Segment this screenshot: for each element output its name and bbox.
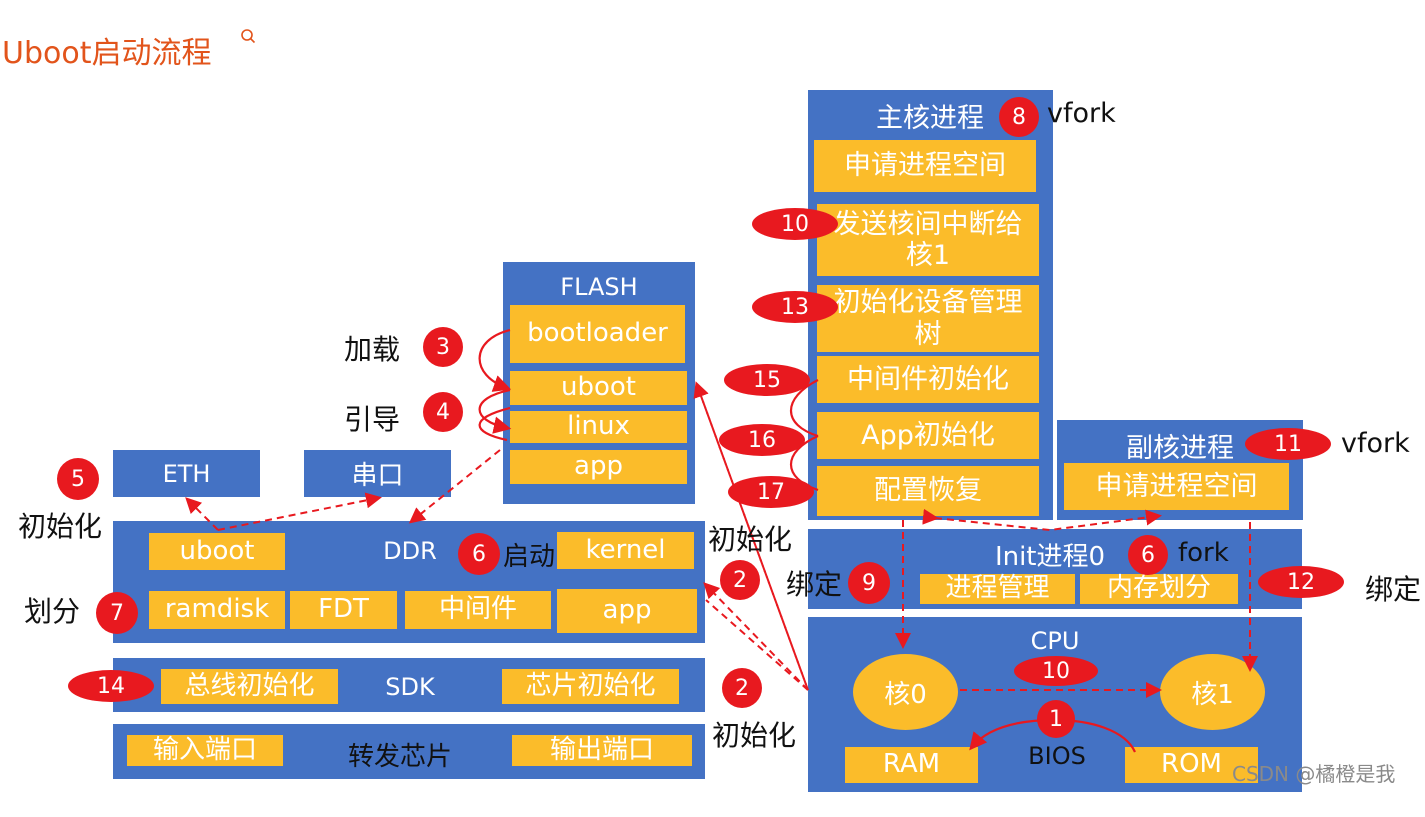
flash-uboot: uboot xyxy=(510,371,687,405)
step-10-badge: 10 xyxy=(752,208,838,240)
boot-curve-1 xyxy=(478,388,512,434)
main-config-restore: 配置恢复 xyxy=(817,466,1039,516)
sub-process-label: 副核进程 xyxy=(1126,432,1234,464)
search-icon[interactable] xyxy=(240,28,256,46)
chip-init: 芯片初始化 xyxy=(502,669,679,704)
step-6-init-badge: 6 xyxy=(1128,535,1168,575)
cpu-label: CPU xyxy=(1030,627,1080,655)
init-label-mid-top: 初始化 xyxy=(708,523,793,556)
watermark: CSDN @橘橙是我 xyxy=(1232,762,1396,786)
output-port: 输出端口 xyxy=(512,735,692,766)
step-14-badge: 14 xyxy=(68,670,154,702)
flash-linux: linux xyxy=(510,411,687,443)
ddr-kernel: kernel xyxy=(557,532,694,569)
ddr-label: DDR xyxy=(383,537,437,565)
ddr-middleware: 中间件 xyxy=(405,591,551,629)
dash-uboot-serial xyxy=(217,492,382,531)
sdk-label: SDK xyxy=(385,673,435,701)
ddr-ramdisk: ramdisk xyxy=(149,591,285,629)
main-curve-1 xyxy=(790,379,819,438)
dash-uboot-eth xyxy=(185,497,219,531)
step-1-badge: 1 xyxy=(1037,700,1075,738)
main-middleware-init: 中间件初始化 xyxy=(817,356,1039,403)
dash-sdk-cpu xyxy=(705,599,809,691)
load-curve xyxy=(478,328,512,392)
init-label-left: 初始化 xyxy=(18,510,103,543)
boot-label: 引导 xyxy=(344,403,401,436)
step-5-badge: 5 xyxy=(57,458,99,500)
init-process-label: Init进程0 xyxy=(994,541,1106,572)
eth-block: ETH xyxy=(113,450,260,497)
dash-main-sub xyxy=(922,508,1162,532)
init-label-mid-bottom: 初始化 xyxy=(712,719,797,752)
step-11-badge: 11 xyxy=(1245,428,1331,460)
ram-box: RAM xyxy=(845,747,978,783)
divide-label: 划分 xyxy=(24,595,81,628)
step-10-cpu-badge: 10 xyxy=(1014,656,1098,686)
dash-cpu-uboot-arrow xyxy=(693,381,809,691)
boot-curve-2 xyxy=(478,406,511,442)
sub-apply-space: 申请进程空间 xyxy=(1064,463,1289,510)
page-title: Uboot启动流程 xyxy=(2,36,212,71)
flash-bootloader: bootloader xyxy=(510,305,685,363)
main-app-init: App初始化 xyxy=(817,412,1039,459)
load-label: 加载 xyxy=(344,333,401,366)
forward-chip-label: 转发芯片 xyxy=(348,742,453,772)
main-vfork-label: vfork xyxy=(1047,98,1116,129)
bind-label-right: 绑定 xyxy=(1365,573,1422,606)
proc-mgmt: 进程管理 xyxy=(920,573,1075,604)
serial-block: 串口 xyxy=(304,450,451,497)
step-2-badge-bottom: 2 xyxy=(722,668,762,708)
bus-init: 总线初始化 xyxy=(161,669,338,704)
step-3-badge: 3 xyxy=(423,327,463,367)
start-label: 启动 xyxy=(503,542,556,572)
main-apply-space: 申请进程空间 xyxy=(814,140,1036,192)
bind-label-left: 绑定 xyxy=(786,568,843,601)
step-13-badge: 13 xyxy=(752,291,838,323)
step-8-badge: 8 xyxy=(999,97,1039,137)
core0: 核0 xyxy=(853,654,958,730)
main-send-ipi: 发送核间中断给核1 xyxy=(817,204,1039,276)
main-process-label: 主核进程 xyxy=(876,102,984,134)
sub-vfork-label: vfork xyxy=(1341,428,1410,459)
ddr-uboot: uboot xyxy=(149,533,285,570)
step-16-badge: 16 xyxy=(719,424,805,456)
step-6-ddr-badge: 6 xyxy=(458,533,500,575)
bios-label: BIOS xyxy=(1028,742,1086,770)
input-port: 输入端口 xyxy=(127,735,283,766)
step-15-badge: 15 xyxy=(724,364,810,396)
ddr-fdt: FDT xyxy=(290,591,397,629)
step-17-badge: 17 xyxy=(728,476,814,508)
step-2-badge-top: 2 xyxy=(720,560,760,600)
main-init-device-tree: 初始化设备管理树 xyxy=(817,285,1039,352)
rom-box: ROM xyxy=(1125,747,1258,783)
flash-label: FLASH xyxy=(560,273,638,301)
flash-app: app xyxy=(510,450,687,484)
step-7-badge: 7 xyxy=(96,592,138,634)
step-12-badge: 12 xyxy=(1258,566,1344,598)
init-fork-label: fork xyxy=(1178,538,1229,568)
ddr-app: app xyxy=(557,589,697,633)
step-9-badge: 9 xyxy=(848,562,890,604)
step-4-badge: 4 xyxy=(423,392,463,432)
dash-cpu-ddr xyxy=(703,582,809,691)
dash-flash-ddr xyxy=(408,449,501,524)
mem-divide: 内存划分 xyxy=(1080,573,1238,604)
